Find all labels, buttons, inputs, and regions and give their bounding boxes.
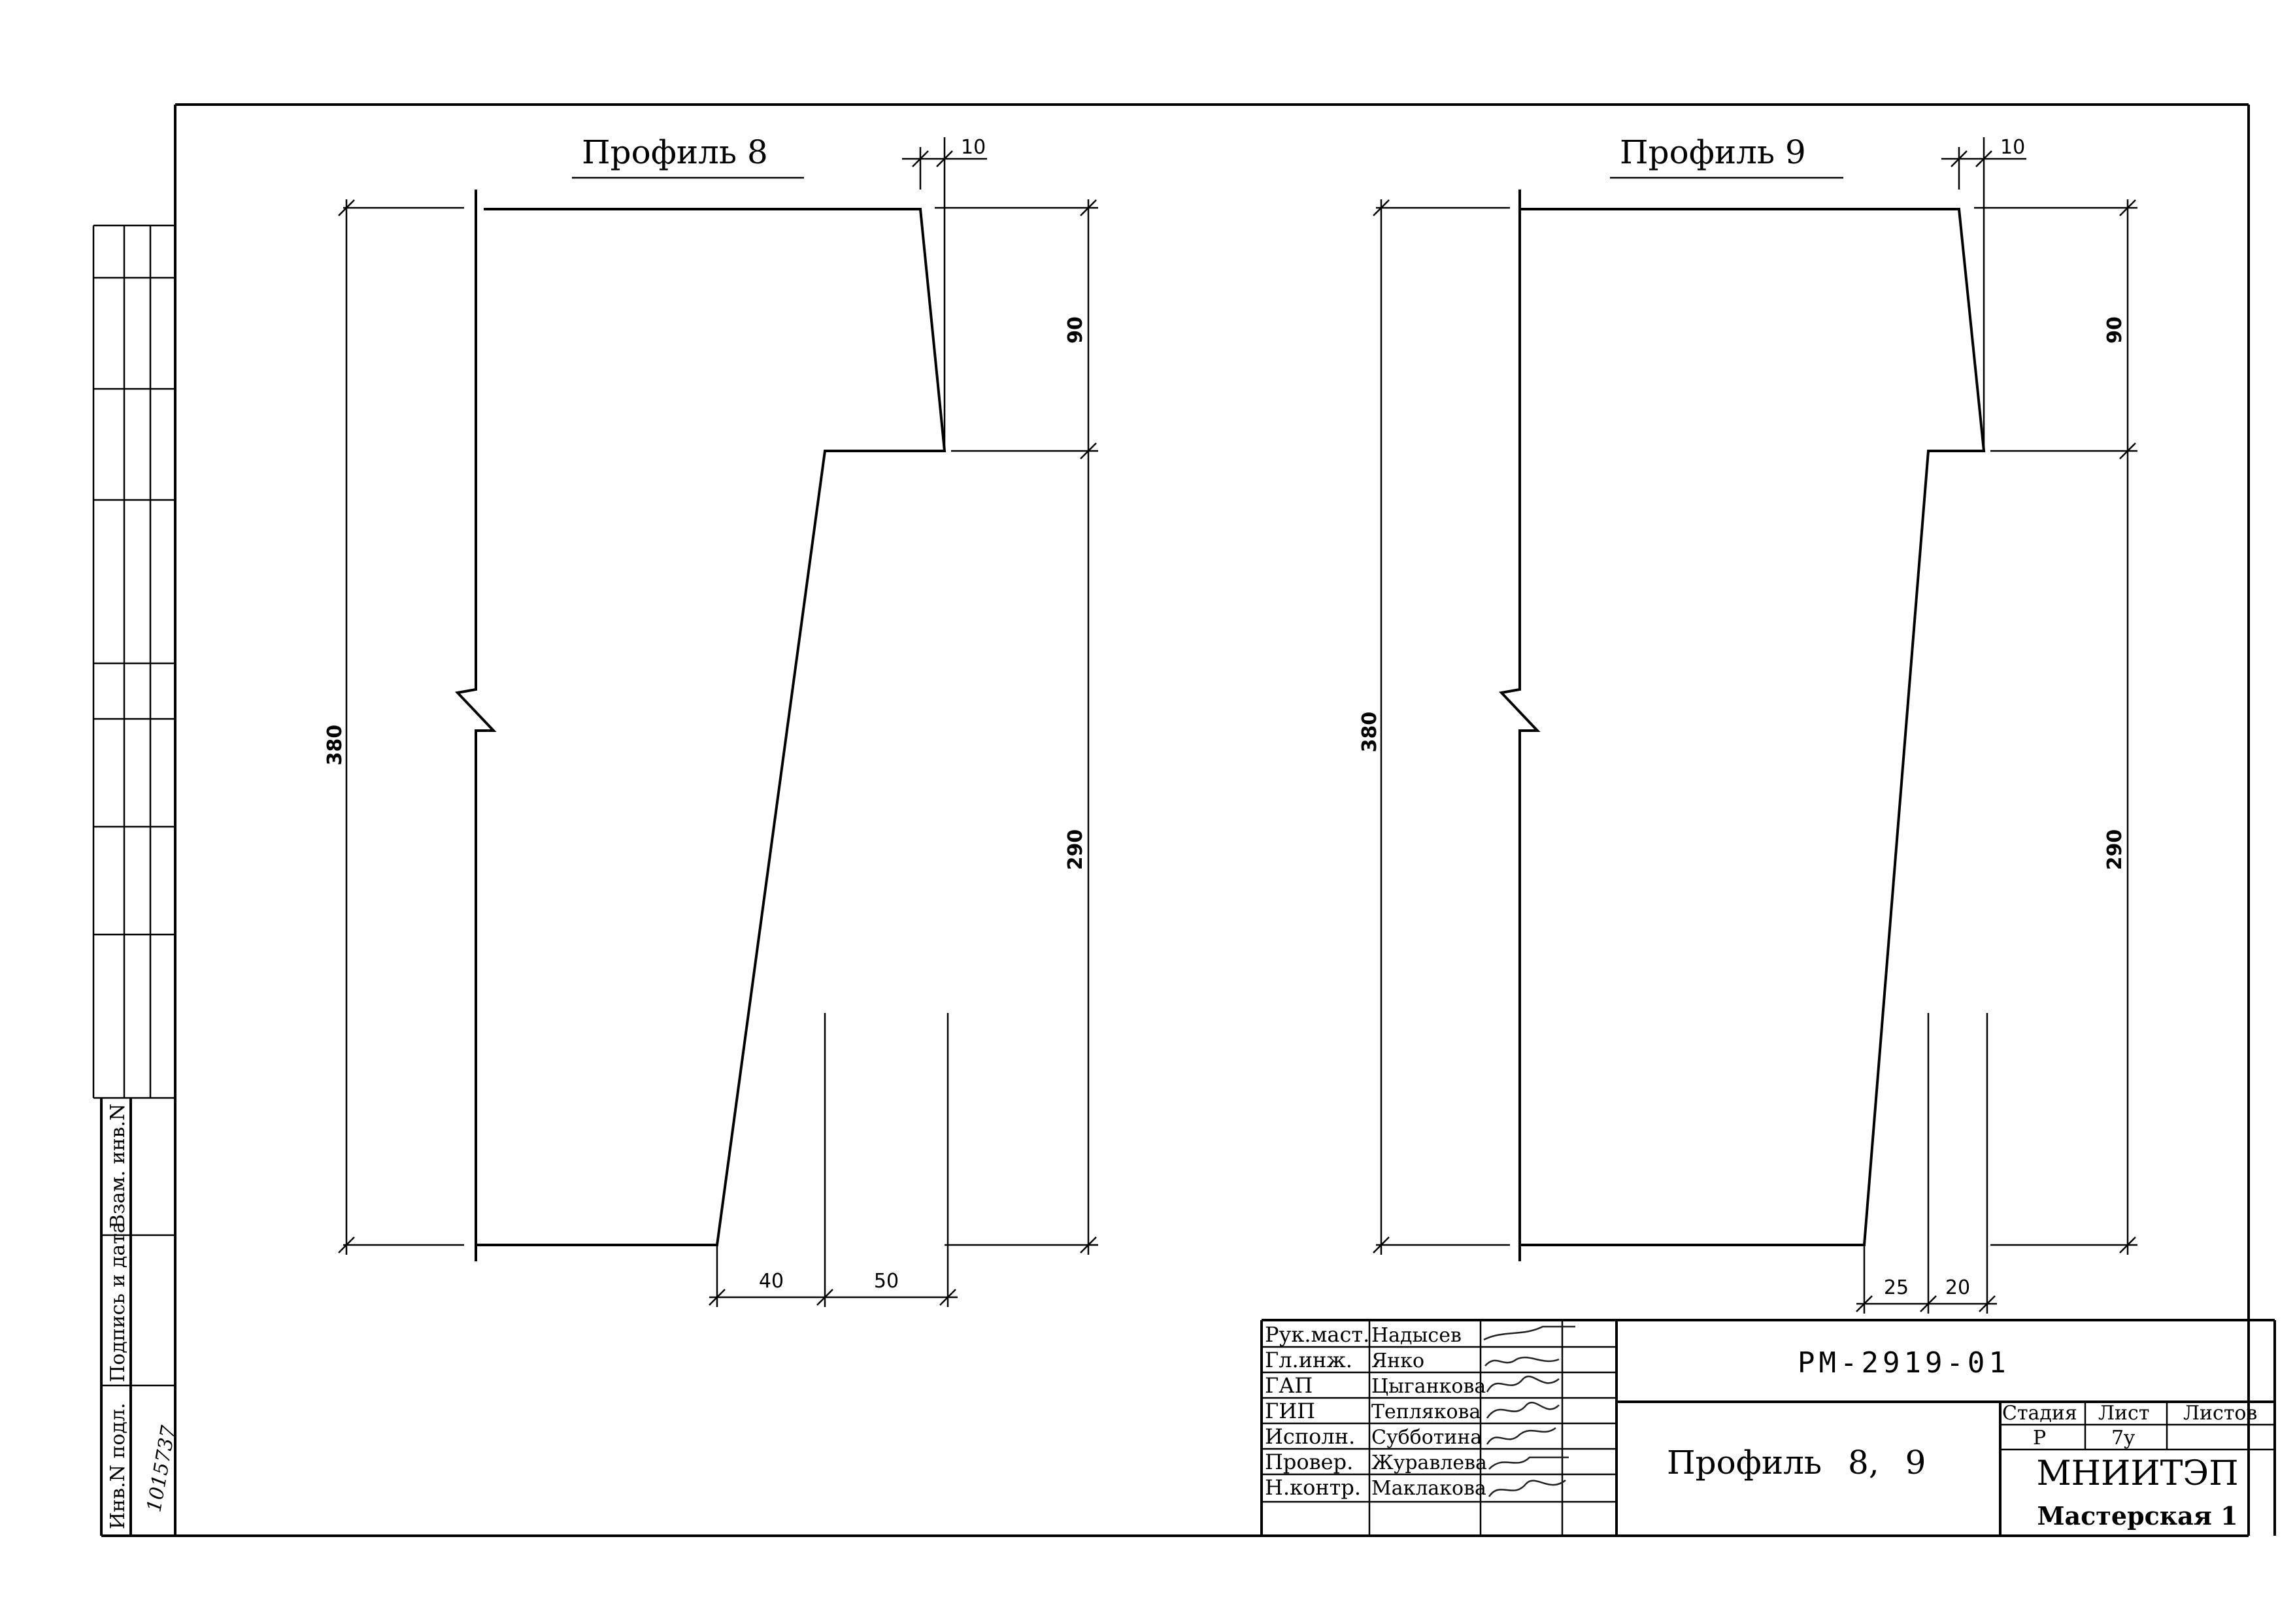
tb-role-2: ГАП bbox=[1265, 1373, 1313, 1398]
tb-role-6: Н.контр. bbox=[1265, 1475, 1361, 1500]
tb-name-0: Надысев bbox=[1371, 1324, 1462, 1347]
profile-8-break-line bbox=[454, 190, 497, 1261]
profile-9-dim-left: 380 bbox=[1358, 712, 1381, 753]
sheet-frame bbox=[101, 103, 2250, 1537]
tb-sheet-value: 7y bbox=[2111, 1427, 2135, 1450]
tb-role-3: ГИП bbox=[1265, 1399, 1315, 1423]
tb-workshop: Мастерская 1 bbox=[2037, 1501, 2237, 1531]
profile-9-dim-upper-right: 90 bbox=[2103, 316, 2126, 344]
profile-9-dim-bottom-right: 20 bbox=[1945, 1276, 1970, 1299]
tb-role-5: Провер. bbox=[1265, 1450, 1353, 1474]
profile-9-dim-bottom-left: 25 bbox=[1884, 1276, 1909, 1299]
tb-name-2: Цыганкова bbox=[1371, 1375, 1486, 1398]
tb-name-4: Субботина bbox=[1371, 1426, 1482, 1449]
tb-document-code: РМ-2919-01 bbox=[1798, 1346, 2010, 1380]
profile-8-dim-upper-right: 90 bbox=[1064, 316, 1087, 344]
tb-sheet-title: Профиль 8, 9 bbox=[1667, 1444, 1926, 1482]
tb-role-1: Гл.инж. bbox=[1265, 1348, 1352, 1372]
tb-stage-value: Р bbox=[2033, 1427, 2046, 1450]
profile-8-dim-lower-right: 290 bbox=[1064, 829, 1087, 870]
profile-8-dim-top: 10 bbox=[961, 136, 986, 159]
tb-sheets-label: Листов bbox=[2183, 1402, 2257, 1425]
profile-8-dim-bottom-left: 40 bbox=[759, 1270, 784, 1293]
side-stamp: Взам. инв.N Подпись и дата Инв.N подл. 1… bbox=[92, 224, 180, 1536]
profile-8-title: Профиль 8 bbox=[582, 133, 768, 171]
profile-9: Профиль 9 380 90 290 10 25 bbox=[1358, 133, 2137, 1314]
tb-sheet-label: Лист bbox=[2098, 1402, 2149, 1425]
side-replace-label: Взам. инв.N bbox=[107, 1104, 129, 1229]
signatures bbox=[1483, 1325, 1575, 1497]
tb-name-3: Теплякова bbox=[1371, 1400, 1481, 1423]
profile-9-title: Профиль 9 bbox=[1620, 133, 1806, 171]
tb-organization: МНИИТЭП bbox=[2036, 1454, 2238, 1493]
profile-8-outline bbox=[476, 208, 946, 1246]
tb-role-4: Исполн. bbox=[1265, 1424, 1355, 1449]
profile-8: Профиль 8 380 90 290 10 40 bbox=[324, 133, 1098, 1307]
tb-stage-label: Стадия bbox=[2002, 1402, 2077, 1425]
profile-8-dim-left: 380 bbox=[324, 725, 346, 766]
profile-8-dim-bottom-right: 50 bbox=[874, 1270, 899, 1293]
side-inv-label: Инв.N подл. bbox=[107, 1403, 129, 1530]
tb-name-6: Маклакова bbox=[1371, 1477, 1486, 1500]
profile-9-dim-lower-right: 290 bbox=[2103, 829, 2126, 870]
profile-9-dim-top: 10 bbox=[2000, 136, 2025, 159]
tb-role-0: Рук.маст. bbox=[1265, 1322, 1369, 1347]
profile-9-break-line bbox=[1498, 190, 1541, 1261]
tb-name-1: Янко bbox=[1371, 1350, 1424, 1372]
tb-name-5: Журавлева bbox=[1371, 1451, 1487, 1474]
profile-9-outline bbox=[1520, 208, 1986, 1246]
title-block: Рук.маст. Гл.инж. ГАП ГИП Исполн. Провер… bbox=[1260, 1319, 2276, 1536]
side-sign-label: Подпись и дата bbox=[107, 1221, 129, 1382]
